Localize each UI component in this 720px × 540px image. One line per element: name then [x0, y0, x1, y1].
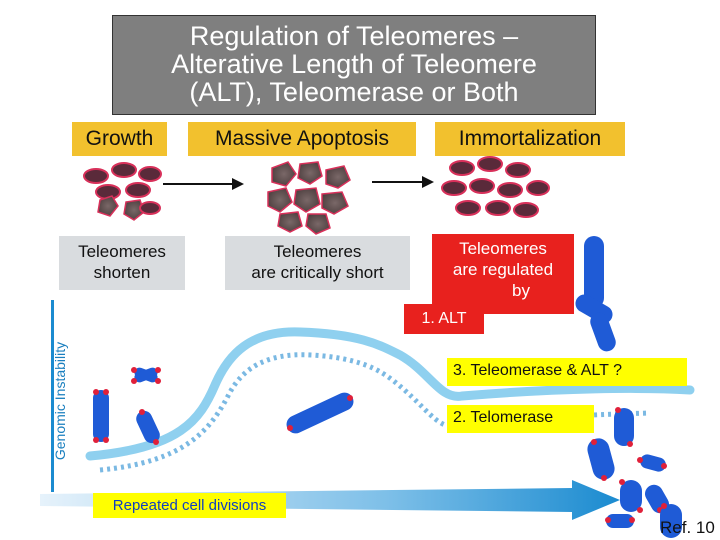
cell-divisions-axis-arrow [40, 480, 620, 520]
label-critical-line-1: Teleomeres [273, 242, 362, 261]
apoptosis-cell-cluster [267, 161, 351, 235]
immortal-cell-cluster [441, 156, 550, 218]
label-teleomeres-shorten: Teleomeres shorten [59, 236, 185, 290]
repeated-cell-divisions-label: Repeated cell divisions [93, 493, 286, 518]
label-regulated-line-2: are regulated [452, 260, 554, 279]
reference-label: Ref. 10 [660, 518, 715, 537]
title-line-3: (ALT), Teleomerase or Both [189, 77, 519, 107]
label-shorten-line-2: shorten [93, 263, 151, 282]
stage-massive-apoptosis: Massive Apoptosis [188, 122, 416, 156]
chromosome-group [93, 236, 682, 538]
option-telomerase-and-alt: 3. Teleomerase & ALT ? [447, 358, 687, 386]
arrow-to-immortalization [372, 176, 434, 188]
title-line-1: Regulation of Teleomeres – [189, 21, 519, 51]
label-teleomeres-critically-short: Teleomeres are critically short [225, 236, 410, 290]
label-regulated-line-3: by [512, 281, 530, 300]
option-telomerase: 2. Telomerase [447, 405, 594, 433]
growth-cell-cluster [83, 162, 162, 221]
stage-immortalization: Immortalization [435, 122, 625, 156]
stage-growth: Growth [72, 122, 167, 156]
arrow-to-apoptosis [163, 178, 244, 190]
instability-axis-line [51, 300, 54, 492]
label-teleomeres-regulated: Teleomeres are regulated by [432, 234, 574, 314]
genomic-instability-label: Genomic Instability [52, 341, 68, 461]
option-alt: 1. ALT [404, 304, 484, 334]
label-regulated-line-1: Teleomeres [459, 239, 547, 258]
instability-curve-solid [85, 327, 695, 461]
label-shorten-line-1: Teleomeres [78, 242, 166, 261]
title-box: Regulation of Teleomeres – Alterative Le… [112, 15, 596, 115]
label-critical-line-2: are critically short [251, 263, 384, 282]
title-line-2: Alterative Length of Teleomere [171, 49, 537, 79]
